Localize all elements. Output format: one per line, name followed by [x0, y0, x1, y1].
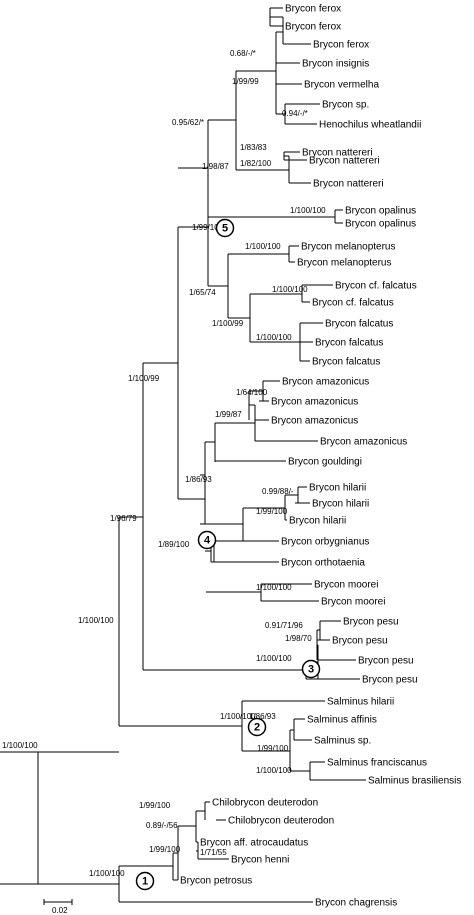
tip-label: Brycon aff. atrocaudatus [200, 838, 308, 849]
support-value: 1/100/99 [212, 319, 244, 328]
scale-bar-label: 0.02 [52, 906, 68, 915]
support-value: 1/64/100 [236, 388, 268, 397]
tip-label: Brycon opalinus [345, 206, 416, 217]
tip-label: Brycon moorei [314, 580, 378, 591]
tip-label: Brycon pesu [332, 636, 388, 647]
tip-label: Brycon pesu [358, 656, 414, 667]
support-value: 0.95/62/* [172, 118, 204, 127]
clade-number: 2 [254, 722, 260, 734]
clade-marker [135, 871, 155, 891]
tip-label: Chilobrycon deuterodon [228, 816, 334, 827]
support-value: 1/86/93 [249, 712, 276, 721]
tip-label: Brycon opalinus [345, 219, 416, 230]
tip-label: Brycon falcatus [325, 319, 393, 330]
tip-label: Brycon amazonicus [282, 377, 369, 388]
tip-label: Brycon nattereri [302, 148, 373, 159]
support-value: 1/99/100 [139, 801, 171, 810]
support-value: 1/96/79 [110, 514, 137, 523]
tip-label: Brycon insignis [302, 59, 369, 70]
support-value: 1/99/87 [215, 410, 242, 419]
clade-marker [301, 659, 321, 679]
tip-label: Brycon cf. falcatus [312, 298, 394, 309]
support-value: 1/82/100 [240, 159, 272, 168]
tip-label: Brycon ferox [285, 22, 341, 33]
support-value: 1/86/93 [185, 475, 212, 484]
support-value: 1/98/87 [202, 162, 229, 171]
support-value: 1/100/100 [220, 712, 256, 721]
support-value: 1/100/100 [256, 654, 292, 663]
tip-label: Brycon ferox [313, 40, 369, 51]
tip-label: Brycon falcatus [312, 357, 380, 368]
support-value: 1/98/70 [285, 634, 312, 643]
support-value: 1/100/100 [256, 583, 292, 592]
clade-number: 5 [222, 223, 228, 235]
support-value: 1/100/100 [2, 741, 38, 750]
tip-label: Brycon amazonicus [271, 397, 358, 408]
tip-label: Brycon pesu [343, 617, 399, 628]
tip-label: Brycon nattereri [313, 179, 384, 190]
support-value: 1/99/100 [149, 845, 181, 854]
support-value: 1/65/74 [189, 288, 216, 297]
clade-marker [197, 530, 217, 550]
tip-label: Brycon sp. [322, 100, 369, 111]
tip-label: Salminus hilarii [327, 697, 394, 708]
support-value: 0.89/-/56 [146, 821, 178, 830]
tip-label: Brycon hilarii [312, 499, 369, 510]
tip-label: Brycon chagrensis [315, 898, 397, 909]
tip-label: Brycon orthotaenia [281, 558, 365, 569]
tip-label: Brycon ferox [285, 4, 341, 15]
tip-label: Brycon petrosus [180, 876, 252, 887]
support-value: 1/100/100 [245, 242, 281, 251]
tip-label: Brycon pesu [362, 675, 418, 686]
support-value: 0.91/71/96 [265, 621, 303, 630]
tip-label: Salminus sp. [314, 736, 371, 747]
tip-label: Brycon henni [231, 855, 289, 866]
tip-label: Henochilus wheatlandii [319, 120, 421, 131]
support-value: 1/100/100 [89, 869, 125, 878]
clade-number: 1 [142, 876, 148, 888]
tip-label: Brycon hilarii [309, 483, 366, 494]
support-value: 1/99/99 [232, 77, 259, 86]
clade-marker [215, 218, 235, 238]
support-value: 0.94/-/* [282, 109, 308, 118]
tip-label: Salminus affinis [307, 715, 377, 726]
tip-label: Brycon melanopterus [297, 258, 392, 269]
tip-label: Brycon vermelha [304, 80, 379, 91]
tip-label: Salminus brasiliensis [368, 776, 461, 787]
tip-label: Brycon gouldingi [288, 457, 362, 468]
clade-marker [247, 717, 267, 737]
tip-label: Brycon falcatus [315, 338, 383, 349]
clade-number: 4 [204, 535, 211, 547]
tip-label: Brycon melanopterus [301, 242, 396, 253]
tip-label: Brycon orbygnianus [281, 537, 369, 548]
tip-label: Brycon amazonicus [320, 437, 407, 448]
support-value: 1/100/100 [256, 333, 292, 342]
support-value: 1/83/83 [240, 143, 267, 152]
tree-branches [0, 7, 366, 905]
tip-label: Chilobrycon deuterodon [212, 798, 318, 809]
support-value: 0.68/-/* [230, 49, 256, 58]
support-value: 1/100/100 [272, 285, 308, 294]
support-value: 1/89/100 [158, 540, 190, 549]
support-value: 1/71/55 [200, 848, 227, 857]
tip-label: Salminus franciscanus [327, 758, 427, 769]
tip-label: Brycon moorei [321, 597, 385, 608]
tip-label: Brycon hilarii [289, 516, 346, 527]
support-value: 1/100/100 [78, 616, 114, 625]
support-value: 0.99/88/- [262, 487, 294, 496]
support-value: 1/100/100 [290, 206, 326, 215]
tip-label: Brycon amazonicus [271, 416, 358, 427]
support-value: 1/100/100 [256, 766, 292, 775]
support-value: 1/99/100 [192, 223, 224, 232]
clade-number: 3 [308, 664, 314, 676]
support-value: 1/99/100 [257, 744, 289, 753]
tip-label: Brycon nattereri [309, 156, 380, 167]
support-value: 1/99/100 [256, 507, 288, 516]
support-value: 1/100/99 [128, 374, 160, 383]
tip-label: Brycon cf. falcatus [335, 281, 417, 292]
